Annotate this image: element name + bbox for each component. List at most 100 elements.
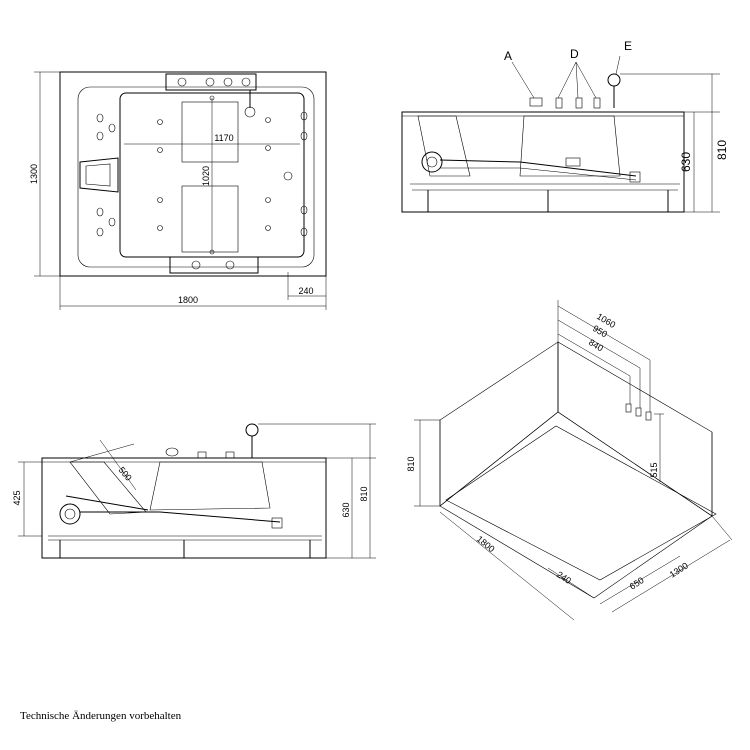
pump-icon: [64, 508, 76, 520]
dim-630-side: 630: [341, 502, 351, 517]
footer-note: Technische Änderungen vorbehalten: [20, 710, 182, 722]
jet-icon: [96, 227, 104, 237]
dim-515: 515: [649, 462, 659, 477]
leader-line: [511, 61, 535, 99]
dim-line: [557, 333, 631, 377]
basin-side: [149, 461, 271, 511]
dim-810-iso: 810: [406, 456, 416, 471]
headrest-left: [79, 157, 119, 193]
fitting-d-icon: [593, 97, 601, 109]
label-a: A: [504, 49, 512, 63]
jet-icon: [108, 217, 116, 227]
top-view: 1170 1020 1800 240 1300: [29, 71, 327, 310]
iso-fitting-icon: [635, 407, 642, 417]
side-view: 500 425 630 810: [12, 423, 376, 559]
valve-icon: [565, 157, 581, 167]
dim-810: 810: [715, 140, 729, 160]
leader-line: [557, 61, 577, 99]
dim-ext: [711, 515, 733, 541]
fitting-d-icon: [575, 97, 583, 109]
tub-outer-rim: [59, 71, 327, 277]
dim-line: [439, 511, 575, 621]
iso-view: 1060 950 840 515 810 1800 240 650 1300: [406, 300, 733, 621]
knob-icon: [223, 77, 233, 87]
dim-240: 240: [298, 286, 313, 296]
pipe-line: [440, 167, 637, 181]
shower-head-icon: [607, 73, 621, 87]
leader-line: [575, 61, 597, 99]
knob-icon: [177, 77, 187, 87]
control-panel-bottom: [169, 256, 259, 274]
jet-icon: [157, 197, 163, 203]
jet-icon: [265, 225, 271, 231]
shower-head-icon: [245, 423, 259, 437]
dim-1300: 1300: [29, 164, 39, 184]
control-panel-top: [165, 73, 257, 91]
iso-back-wall: [439, 341, 559, 507]
fitting-d-icon: [555, 97, 563, 109]
tub-inner-rim: [77, 86, 315, 268]
knob-icon: [191, 260, 201, 270]
knob-icon: [225, 260, 235, 270]
iso-fitting-icon: [645, 411, 652, 421]
iso-floor-pattern: [445, 425, 717, 581]
pump-icon: [426, 156, 438, 168]
jet-icon: [108, 123, 116, 133]
dim-840: 840: [587, 337, 605, 353]
jet-icon: [96, 113, 104, 123]
jet-icon: [265, 117, 271, 123]
jet-icon: [157, 147, 163, 153]
dim-line: [547, 567, 595, 599]
dim-1300-iso: 1300: [668, 560, 690, 579]
jet-icon: [300, 111, 308, 121]
backrest-left: [417, 115, 471, 177]
jet-icon: [265, 145, 271, 151]
fitting-a-icon: [529, 97, 543, 107]
dim-810-side: 810: [359, 486, 369, 501]
fitting-a-icon: [165, 447, 179, 457]
label-d: D: [570, 47, 579, 61]
dim-425: 425: [12, 490, 22, 505]
jet-icon: [96, 207, 104, 217]
pump-icon: [59, 503, 81, 525]
dim-240-iso: 240: [555, 569, 573, 586]
jet-icon: [265, 197, 271, 203]
pipe-line: [80, 511, 281, 523]
dim-line: [611, 539, 731, 613]
jet-group: [96, 95, 308, 255]
dim-1170: 1170: [214, 133, 233, 143]
valve-icon: [629, 171, 641, 183]
dim-650-iso: 650: [628, 575, 646, 592]
dim-630: 630: [679, 152, 693, 172]
drain-icon: [283, 171, 293, 181]
dim-1800: 1800: [178, 295, 198, 305]
jet-icon: [157, 225, 163, 231]
pump-icon: [421, 151, 443, 173]
dim-line: [69, 443, 135, 463]
dim-line: [599, 555, 681, 605]
tub-front-body: [401, 111, 685, 213]
pillow-top: [181, 101, 239, 163]
shower-head-icon: [244, 106, 256, 118]
knob-icon: [241, 77, 251, 87]
dim-1800-iso: 1800: [475, 534, 497, 554]
jet-icon: [96, 131, 104, 141]
pipe-line: [65, 495, 149, 511]
knob-icon: [205, 77, 215, 87]
jet-icon: [300, 205, 308, 215]
leader-line: [575, 61, 579, 99]
pillow-bottom: [181, 185, 239, 253]
label-e: E: [624, 39, 632, 53]
jet-icon: [300, 227, 308, 237]
fitting-d-icon: [197, 451, 207, 459]
basin-front: [519, 115, 621, 177]
jet-icon: [157, 119, 163, 125]
iso-side-wall: [557, 341, 713, 517]
fitting-d-icon: [225, 451, 235, 459]
valve-icon: [271, 517, 283, 529]
front-view: A D E 630 810: [401, 39, 729, 213]
iso-fitting-icon: [625, 403, 632, 413]
leader-line: [615, 55, 621, 75]
pipe-line: [439, 159, 637, 177]
